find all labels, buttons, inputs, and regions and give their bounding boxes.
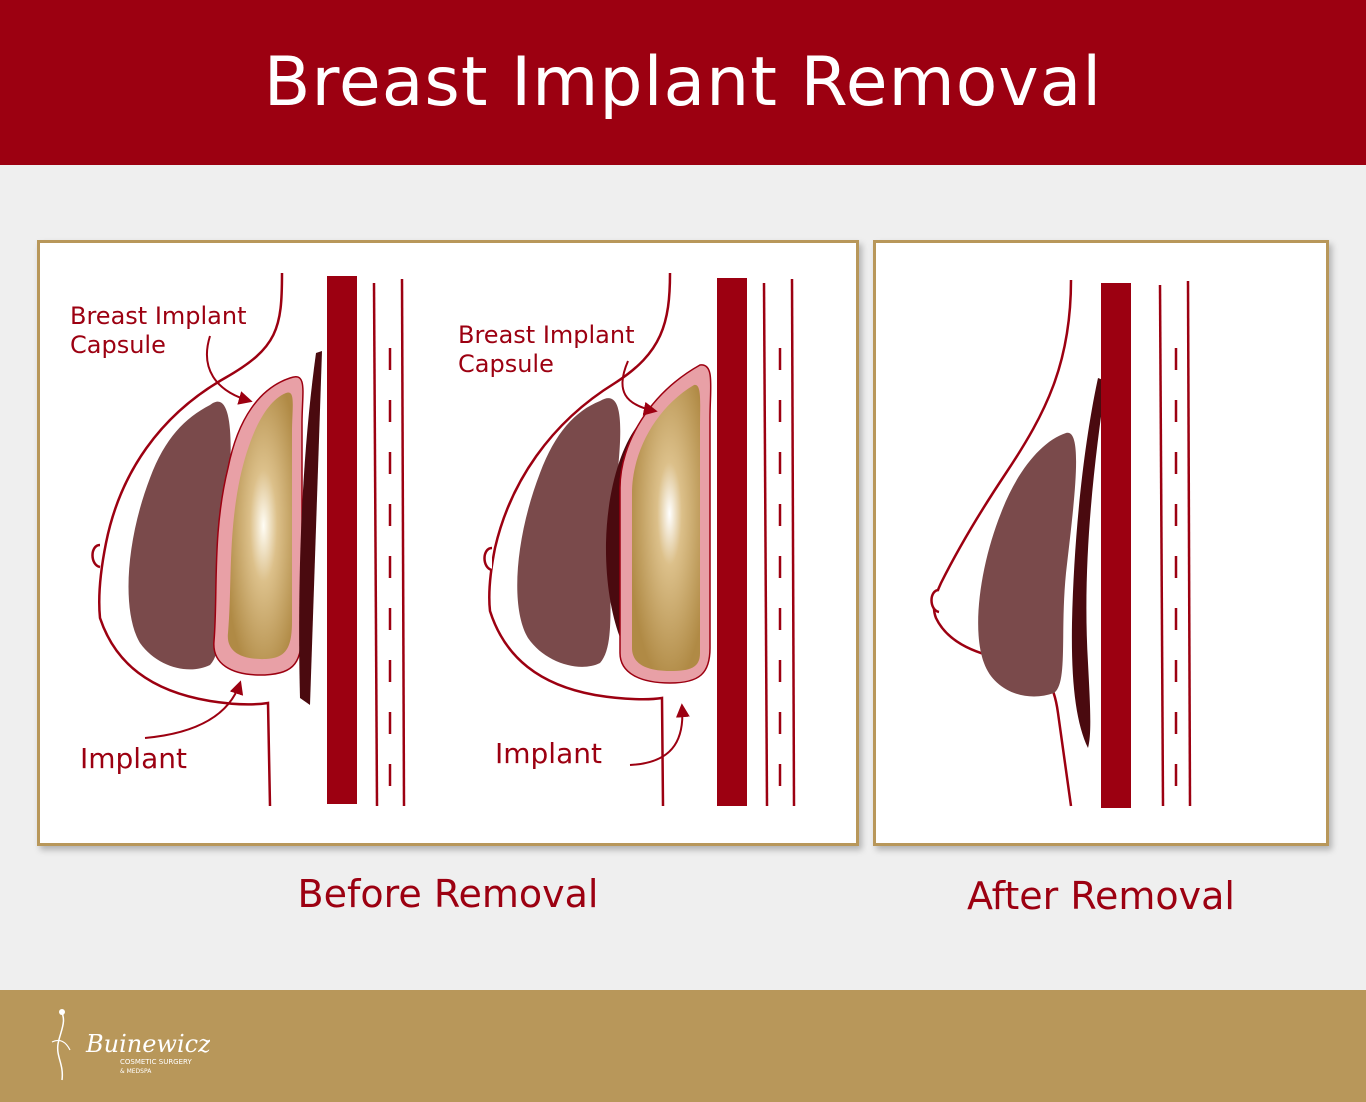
after-diagram: [930, 279, 1192, 808]
brand-tagline-1: COSMETIC SURGERY: [120, 1058, 192, 1066]
rib-line: [762, 282, 769, 807]
after-removal-panel: [873, 240, 1329, 846]
capsule-label-line-1: Breast Implant: [70, 302, 247, 330]
capsule-label-line-2: Capsule: [458, 350, 554, 378]
capsule-label-line-2: Capsule: [70, 331, 166, 359]
page-title: Breast Implant Removal: [263, 43, 1103, 122]
before-removal-panel: Breast Implant Capsule Implant Breast Im…: [37, 240, 859, 846]
rib-line: [1186, 280, 1192, 807]
header-banner: Breast Implant Removal: [0, 0, 1366, 165]
before-diagrams: Breast Implant Capsule Implant Breast Im…: [70, 272, 796, 807]
brand-tagline-2: & MEDSPA: [120, 1068, 152, 1075]
implant-label: Implant: [80, 742, 187, 775]
breast-tissue: [517, 398, 621, 667]
implant: [227, 392, 293, 660]
rib-line: [790, 278, 796, 807]
chest-wall: [717, 278, 747, 806]
breast-tissue: [978, 432, 1077, 697]
rib-line: [1158, 284, 1165, 807]
implant-arrow: [629, 703, 690, 766]
pectoral-muscle: [299, 351, 322, 705]
nipple: [91, 543, 101, 569]
implant-label: Implant: [495, 737, 602, 770]
chest-wall: [327, 276, 357, 804]
pectoral-muscle: [605, 425, 647, 675]
brand-name: Buinewicz: [85, 1030, 210, 1058]
breast-tissue: [128, 401, 231, 670]
before-removal-caption: Before Removal: [297, 872, 599, 916]
chest-wall: [1101, 283, 1131, 808]
capsule-label-line-1: Breast Implant: [458, 321, 635, 349]
nipple: [930, 588, 940, 614]
rib-line: [400, 278, 406, 807]
nipple: [483, 546, 493, 572]
capsule-arrow: [621, 360, 658, 416]
footer-bar: Buinewicz COSMETIC SURGERY & MEDSPA: [0, 990, 1366, 1102]
capsule-label: Breast Implant Capsule: [70, 302, 254, 359]
capsule-arrow: [205, 335, 253, 405]
diagram-1: Breast Implant Capsule Implant: [70, 272, 406, 807]
implant: [632, 384, 701, 671]
implant-arrow: [144, 680, 244, 739]
pectoral-muscle: [1071, 378, 1106, 748]
after-removal-caption: After Removal: [966, 874, 1235, 918]
diagram-2: Breast Implant Capsule Implant: [458, 272, 796, 807]
breast-outline: [98, 272, 284, 807]
brand-logo: Buinewicz COSMETIC SURGERY & MEDSPA: [51, 1009, 210, 1081]
rib-line: [372, 282, 379, 807]
capsule-label: Breast Implant Capsule: [458, 321, 642, 378]
